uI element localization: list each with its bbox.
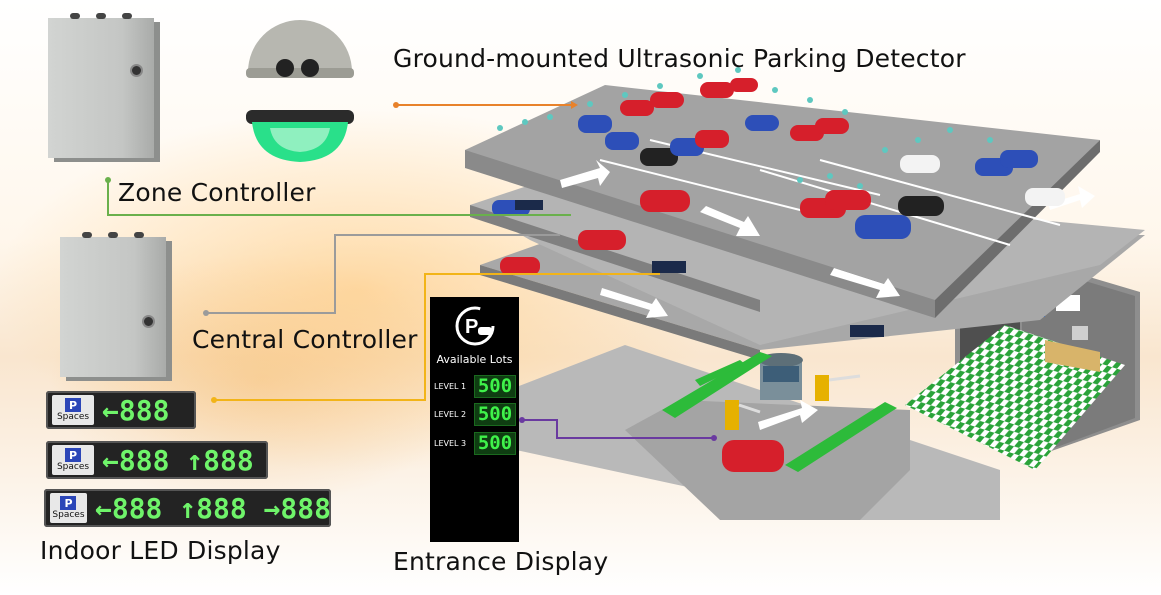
level-3-right-edge <box>935 140 1100 318</box>
indoor-led-label: Indoor LED Display <box>40 536 281 565</box>
barrier-gate-icon <box>725 374 861 430</box>
arrow-icon <box>560 160 1095 430</box>
level-label: LEVEL 3 <box>434 439 467 448</box>
parking-p-badge: P <box>65 398 81 412</box>
central-controller-box <box>60 232 166 377</box>
level-1-edge <box>480 265 760 360</box>
parking-p-badge: P <box>60 496 77 510</box>
hanging-led-sign <box>850 325 884 337</box>
zone-controller-connector-line <box>107 180 571 216</box>
entrance-display-connector-line <box>522 419 714 439</box>
connector-arrow <box>571 101 578 109</box>
connector-dot <box>711 435 717 441</box>
level-3-front-edge <box>465 150 935 318</box>
led-digits: ←888 ↑888 →888 <box>94 491 331 525</box>
entrance-display-label: Entrance Display <box>393 547 609 576</box>
parking-icon: P Spaces <box>50 493 87 523</box>
level-value: 500 <box>474 432 516 455</box>
ultrasonic-detector-illustration <box>246 20 354 162</box>
hanging-led-sign <box>515 200 543 210</box>
entrance-display-panel: P Available Lots LEVEL 1 500 LEVEL 2 500… <box>430 297 519 542</box>
computer-icon <box>1072 326 1088 340</box>
parking-p-badge: P <box>65 448 81 462</box>
led-digits: ←888 <box>102 393 170 427</box>
hanging-led-sign <box>652 261 686 273</box>
cable-port <box>122 13 132 19</box>
central-controller-label: Central Controller <box>192 325 418 354</box>
connector-dot <box>105 177 111 183</box>
led-digits: ←888 ↑888 <box>102 443 254 477</box>
lock-icon <box>130 64 143 77</box>
zone-controller-box <box>48 13 154 158</box>
detector-label: Ground-mounted Ultrasonic Parking Detect… <box>393 44 966 73</box>
green-curbs <box>662 352 897 472</box>
level-2-edge <box>470 205 760 312</box>
parking-icon: P Spaces <box>52 395 94 425</box>
parking-car-icon: P <box>455 306 495 346</box>
svg-text:P: P <box>465 316 478 338</box>
connector-dot <box>211 397 217 403</box>
detector-dome-icon <box>248 20 352 72</box>
indoor-led-panel: P Spaces ←888 ↑888 →888 <box>44 489 331 527</box>
indoor-led-panel: P Spaces ←888 ↑888 <box>46 441 268 479</box>
zone-controller-label: Zone Controller <box>118 178 316 207</box>
cable-port <box>82 232 92 238</box>
connector-dot <box>393 102 399 108</box>
indoor-led-panel: P Spaces ←888 <box>46 391 196 429</box>
spaces-label: Spaces <box>52 510 85 520</box>
cable-port <box>134 232 144 238</box>
level-label: LEVEL 1 <box>434 382 467 391</box>
connector-dot <box>203 310 209 316</box>
central-controller-connector-line <box>206 234 560 314</box>
spaces-label: Spaces <box>56 412 90 422</box>
cable-port <box>96 13 106 19</box>
cable-port <box>108 232 118 238</box>
indoor-led-connector-line <box>214 273 660 401</box>
level-value: 500 <box>474 403 516 426</box>
desk <box>1045 340 1100 372</box>
parking-icon: P Spaces <box>52 445 94 475</box>
lock-icon <box>142 315 155 328</box>
car-icon <box>492 78 1065 472</box>
available-lots-title: Available Lots <box>436 353 513 366</box>
connector-dot <box>519 417 525 423</box>
level-label: LEVEL 2 <box>434 410 467 419</box>
level-value: 500 <box>474 375 516 398</box>
spaces-label: Spaces <box>56 462 90 472</box>
cable-port <box>70 13 80 19</box>
detector-dome-icon <box>497 67 993 189</box>
